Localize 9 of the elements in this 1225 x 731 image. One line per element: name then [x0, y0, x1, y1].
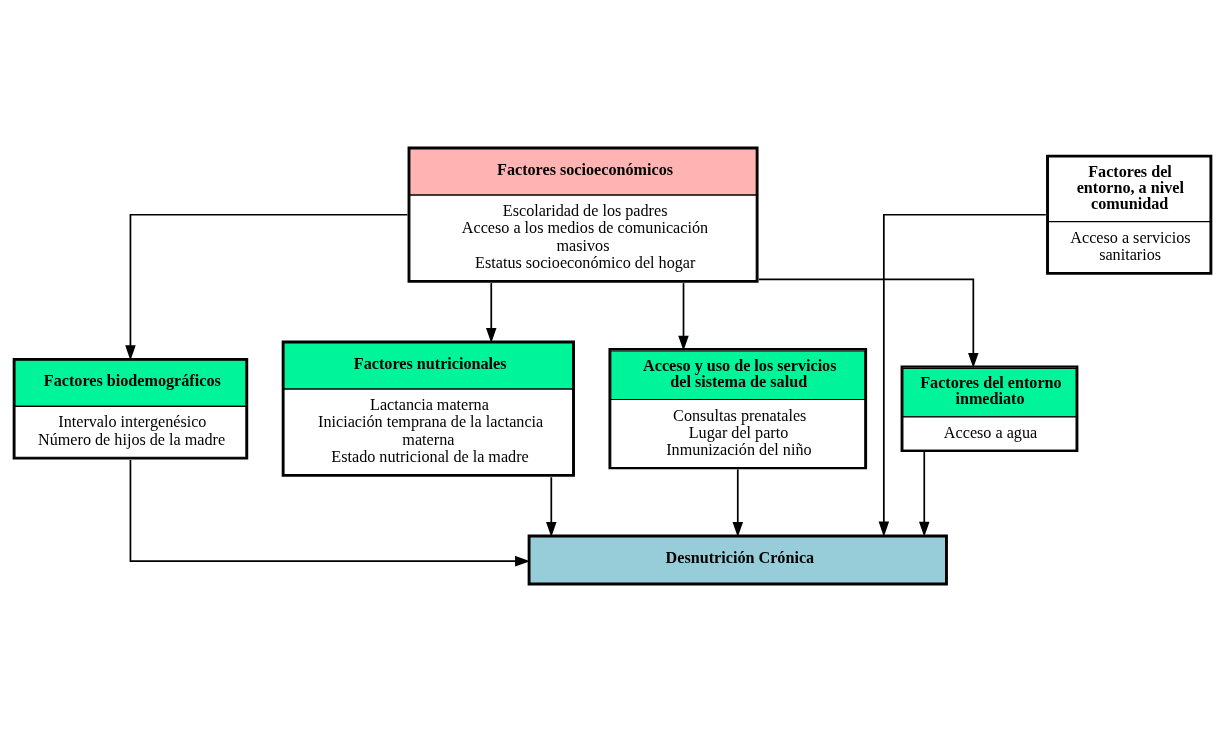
arrow: [732, 468, 744, 537]
arrow: [546, 475, 557, 537]
arrow: [919, 450, 930, 537]
arrow: [129, 458, 531, 566]
arrow: [678, 281, 689, 351]
arrow: [757, 278, 979, 368]
arrow: [486, 281, 497, 343]
arrow: [878, 213, 1047, 537]
arrow: [125, 213, 409, 360]
